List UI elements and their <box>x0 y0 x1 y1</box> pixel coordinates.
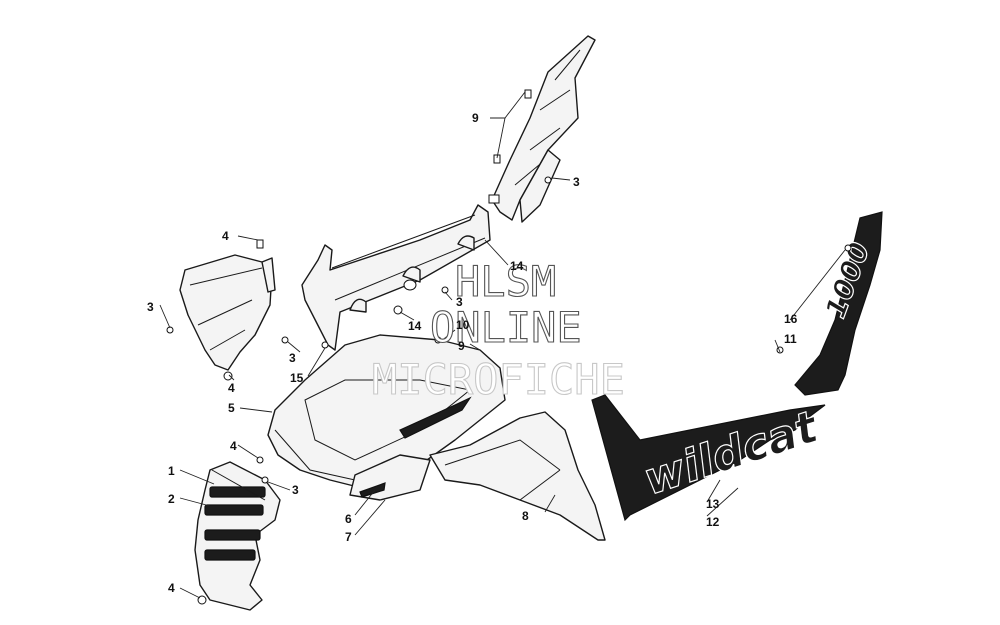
callout-8: 9 <box>458 339 465 353</box>
callout-4-upper-left: 4 <box>222 229 229 243</box>
callout-3-center: 3 <box>456 295 463 309</box>
callout-3-lower-left: 3 <box>289 351 296 365</box>
callout-3-left: 3 <box>147 300 154 314</box>
callout-13: 14 <box>408 319 422 333</box>
left-side-cover <box>179 239 276 371</box>
watermark-line-2: ONLINE <box>430 303 582 352</box>
callout-4-bottom: 4 <box>168 581 175 595</box>
callout-10: 8 <box>522 509 529 523</box>
callout-9-center: 10 <box>456 318 470 332</box>
decal-wildcat-text: wildcat <box>638 401 826 505</box>
callout-15: 11 <box>784 332 797 346</box>
front-grille <box>194 461 281 611</box>
watermark-line-1: HLSM <box>455 257 556 306</box>
callout-16: 16 <box>784 312 798 326</box>
callout-4-mid: 4 <box>230 439 237 453</box>
center-dash-panel <box>301 204 491 351</box>
watermark-line-3: MICROFICHE <box>372 355 625 404</box>
hood-lower-trim <box>349 454 431 501</box>
side-panel-upper <box>488 35 596 223</box>
callout-14-lower: 15 <box>290 371 304 385</box>
callout-9-top: 9 <box>472 111 479 125</box>
hood <box>267 334 506 491</box>
callout-1: 1 <box>168 464 175 478</box>
right-fender <box>429 411 606 541</box>
callout-12: 13 <box>706 497 720 511</box>
callout-2: 2 <box>168 492 175 506</box>
badge-decal: 1000 <box>794 211 883 396</box>
callout-5: 5 <box>228 401 235 415</box>
callout-4-left: 4 <box>228 381 235 395</box>
leader-lines <box>159 91 846 599</box>
callout-7: 7 <box>345 530 352 544</box>
callout-14-upper: 14 <box>510 259 524 273</box>
callout-11: 12 <box>706 515 720 529</box>
callout-3-top-right: 3 <box>573 175 580 189</box>
callout-3-grille: 3 <box>292 483 299 497</box>
callout-6: 6 <box>345 512 352 526</box>
